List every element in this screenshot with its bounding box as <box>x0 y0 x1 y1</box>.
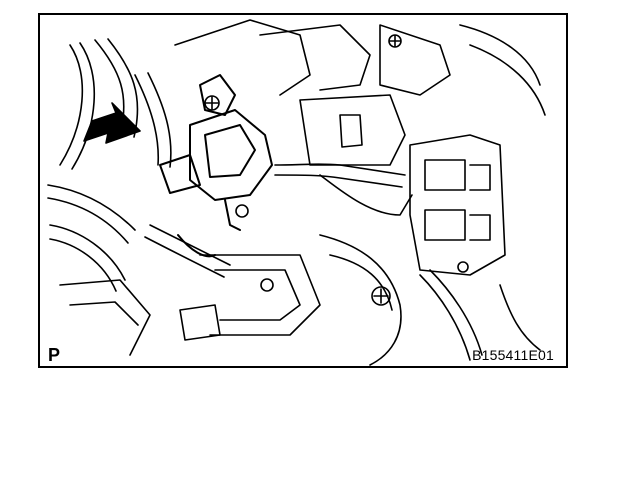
figure-id: B155411E01 <box>472 347 554 363</box>
connector-cable <box>274 163 413 216</box>
bolt-icon <box>204 34 469 306</box>
lower-engine-details <box>59 234 541 366</box>
upper-bracket-structure <box>174 19 546 166</box>
wire-harness-left <box>47 38 231 292</box>
view-label: P <box>48 345 61 365</box>
right-bracket <box>409 134 506 276</box>
engine-bay-illustration <box>47 19 546 366</box>
figure-frame: P B155411E01 <box>38 13 568 368</box>
target-component <box>159 74 273 258</box>
arrow-pointer-icon <box>83 102 141 144</box>
